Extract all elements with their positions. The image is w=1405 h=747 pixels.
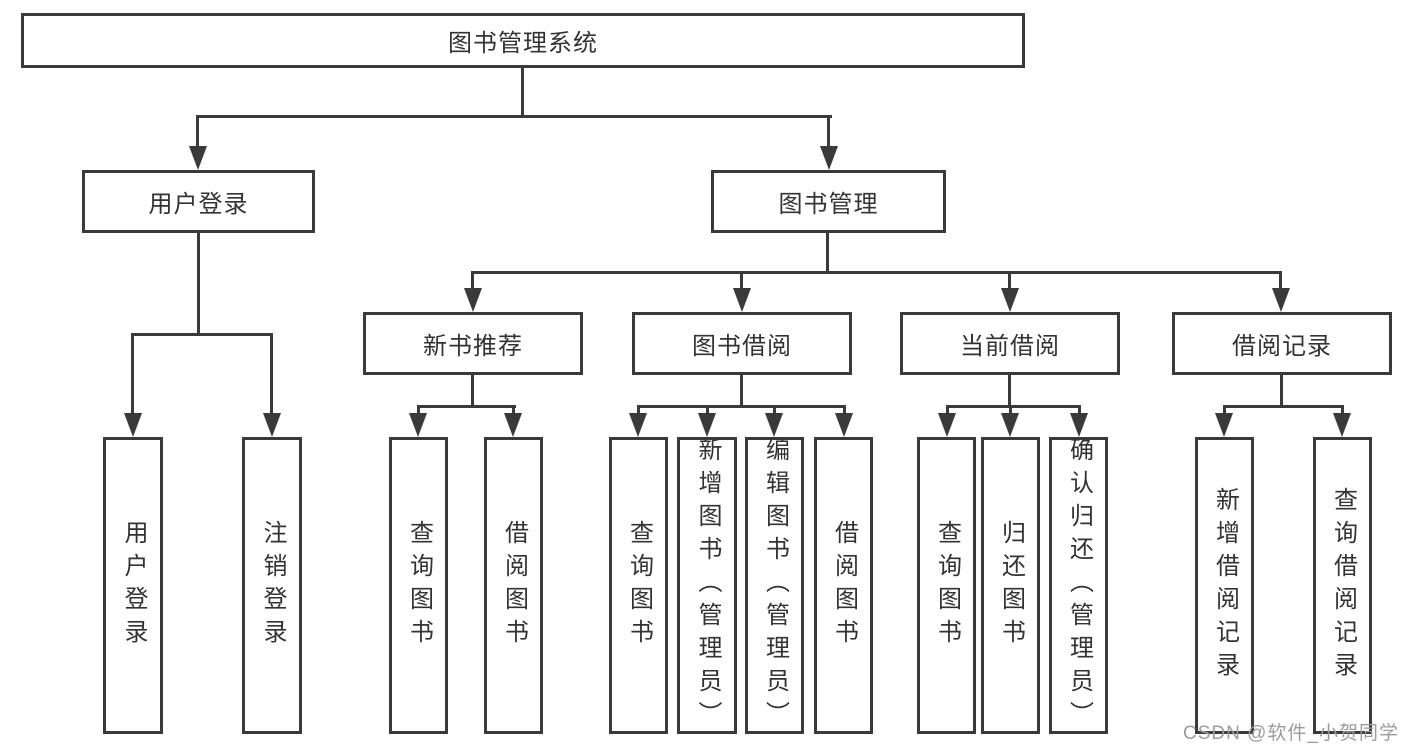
leaf-label: 编辑图书（管理员） [761, 437, 789, 734]
leaf-edit-books-admin: 编辑图书（管理员） [745, 437, 804, 734]
connector-drop [1008, 271, 1011, 291]
node-book-borrow: 图书借阅 [632, 312, 852, 375]
arrowhead-down-icon [733, 288, 751, 312]
node-label: 借阅记录 [1232, 333, 1332, 360]
leaf-label: 注销登录 [259, 519, 286, 652]
leaf-query-books-current: 查询图书 [917, 437, 976, 734]
connector-drop [417, 405, 420, 415]
leaf-logout: 注销登录 [242, 437, 302, 734]
connector-records-stem [1280, 375, 1283, 407]
connector-drop [1279, 271, 1282, 291]
csdn-watermark: CSDN @软件_小贺同学 [1183, 723, 1399, 744]
leaf-label: 用户登录 [120, 519, 147, 652]
connector-drop [1078, 405, 1081, 415]
leaf-add-borrow-record: 新增借阅记录 [1195, 437, 1254, 734]
arrowhead-down-icon [464, 288, 482, 312]
leaf-label: 查询图书 [405, 519, 433, 652]
node-borrow-records: 借阅记录 [1172, 312, 1392, 375]
connector-drop-mgmt [827, 115, 830, 148]
arrowhead-down-icon [189, 146, 207, 170]
connector-mgmt-stem [826, 233, 829, 273]
arrowhead-down-icon [698, 413, 716, 437]
connector-login-stem [197, 233, 200, 335]
arrowhead-down-icon [835, 413, 853, 437]
leaf-label: 归还图书 [997, 519, 1025, 652]
connector-drop [471, 271, 474, 291]
leaf-confirm-return-admin: 确认归还（管理员） [1049, 437, 1108, 734]
leaf-label: 新增借阅记录 [1211, 486, 1239, 685]
connector-drop [1223, 405, 1226, 415]
leaf-query-books-borrow: 查询图书 [609, 437, 668, 734]
node-label: 图书管理系统 [448, 30, 598, 57]
arrowhead-down-icon [765, 413, 783, 437]
node-new-book-recommend: 新书推荐 [363, 312, 583, 375]
arrowhead-down-icon [263, 413, 281, 437]
leaf-label: 借阅图书 [500, 519, 528, 652]
connector-drop [773, 405, 776, 415]
connector-root-rail [196, 115, 832, 118]
arrowhead-down-icon [629, 413, 647, 437]
leaf-add-books-admin: 新增图书（管理员） [677, 437, 737, 734]
node-label: 新书推荐 [423, 333, 523, 360]
connector-drop [512, 405, 515, 415]
connector-drop [131, 333, 134, 415]
connector-login-rail [131, 333, 273, 336]
node-current-borrow: 当前借阅 [900, 312, 1120, 375]
connector-drop [740, 271, 743, 291]
connector-drop [637, 405, 640, 415]
node-label: 当前借阅 [960, 333, 1060, 360]
connector-drop-login [196, 115, 199, 148]
connector-newbook-rail [417, 405, 516, 408]
leaf-borrow-books-newbook: 借阅图书 [484, 437, 543, 734]
connector-drop [1341, 405, 1344, 415]
connector-borrow-stem [740, 375, 743, 407]
arrowhead-down-icon [1215, 413, 1233, 437]
node-user-login: 用户登录 [82, 170, 315, 233]
leaf-label: 查询图书 [933, 519, 961, 652]
connector-drop [946, 405, 949, 415]
leaf-label: 借阅图书 [830, 519, 858, 652]
node-root-library-system: 图书管理系统 [21, 13, 1025, 68]
leaf-query-books-newbook: 查询图书 [389, 437, 448, 734]
connector-borrow-rail [637, 405, 846, 408]
node-label: 图书借阅 [692, 333, 792, 360]
connector-drop [1009, 405, 1012, 415]
arrowhead-down-icon [820, 146, 838, 170]
connector-drop [843, 405, 846, 415]
node-book-mgmt: 图书管理 [711, 170, 946, 233]
arrowhead-down-icon [409, 413, 427, 437]
leaf-query-borrow-record: 查询借阅记录 [1313, 437, 1372, 734]
arrowhead-down-icon [1001, 413, 1019, 437]
leaf-label: 新增图书（管理员） [694, 437, 721, 734]
connector-newbook-stem [471, 375, 474, 407]
leaf-user-login: 用户登录 [103, 437, 163, 734]
node-label: 图书管理 [778, 191, 879, 218]
connector-drop [706, 405, 709, 415]
arrowhead-down-icon [1333, 413, 1351, 437]
leaf-label: 查询借阅记录 [1329, 486, 1357, 685]
arrowhead-down-icon [1001, 288, 1019, 312]
connector-records-rail [1223, 405, 1344, 408]
arrowhead-down-icon [124, 413, 142, 437]
connector-drop [270, 333, 273, 415]
leaf-return-books: 归还图书 [981, 437, 1040, 734]
connector-current-stem [1008, 375, 1011, 407]
connector-mgmt-rail [471, 271, 1282, 274]
arrowhead-down-icon [1070, 413, 1088, 437]
arrowhead-down-icon [938, 413, 956, 437]
leaf-label: 查询图书 [625, 519, 653, 652]
connector-current-rail [946, 405, 1081, 408]
connector-root-stem [521, 68, 524, 118]
leaf-label: 确认归还（管理员） [1065, 437, 1093, 734]
arrowhead-down-icon [504, 413, 522, 437]
leaf-borrow-books: 借阅图书 [814, 437, 873, 734]
node-label: 用户登录 [148, 191, 249, 218]
arrowhead-down-icon [1272, 288, 1290, 312]
